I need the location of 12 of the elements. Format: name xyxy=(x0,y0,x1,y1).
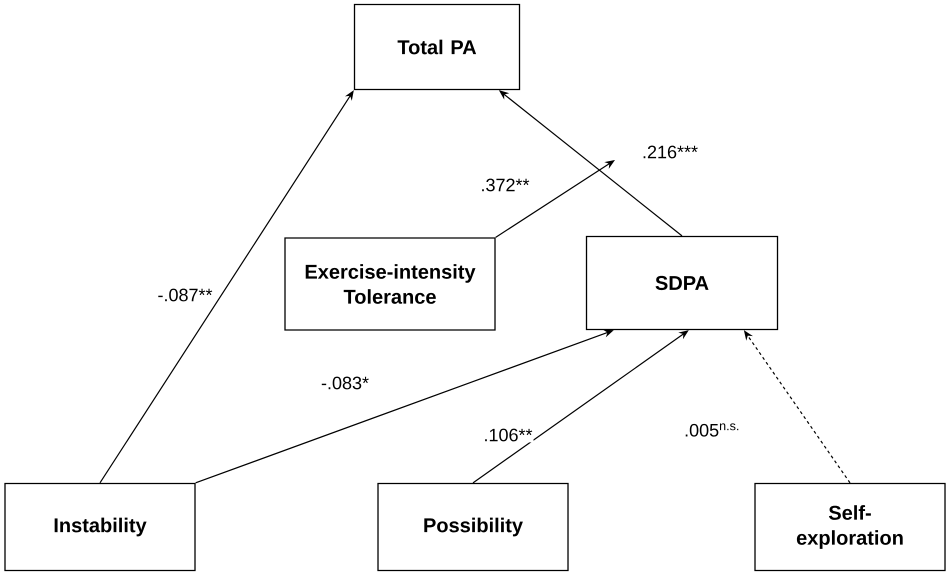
edge-label: -.083* xyxy=(320,376,370,390)
edge-label: .005$^{n.s.}$ xyxy=(683,422,741,438)
node-box: Exercise-intensity Tolerance xyxy=(284,237,496,331)
node-box: Possibility xyxy=(377,482,569,572)
node-box: Self-exploration xyxy=(754,482,946,572)
node-box: SDPA xyxy=(586,236,778,330)
edge-label: .372** xyxy=(479,178,531,192)
edge-label: .106** xyxy=(482,428,534,442)
node-box: Total PA xyxy=(354,4,520,90)
node-box: Instability xyxy=(4,482,196,572)
edge-label: .216*** xyxy=(640,144,700,160)
edge-label: -.087** xyxy=(156,288,214,302)
